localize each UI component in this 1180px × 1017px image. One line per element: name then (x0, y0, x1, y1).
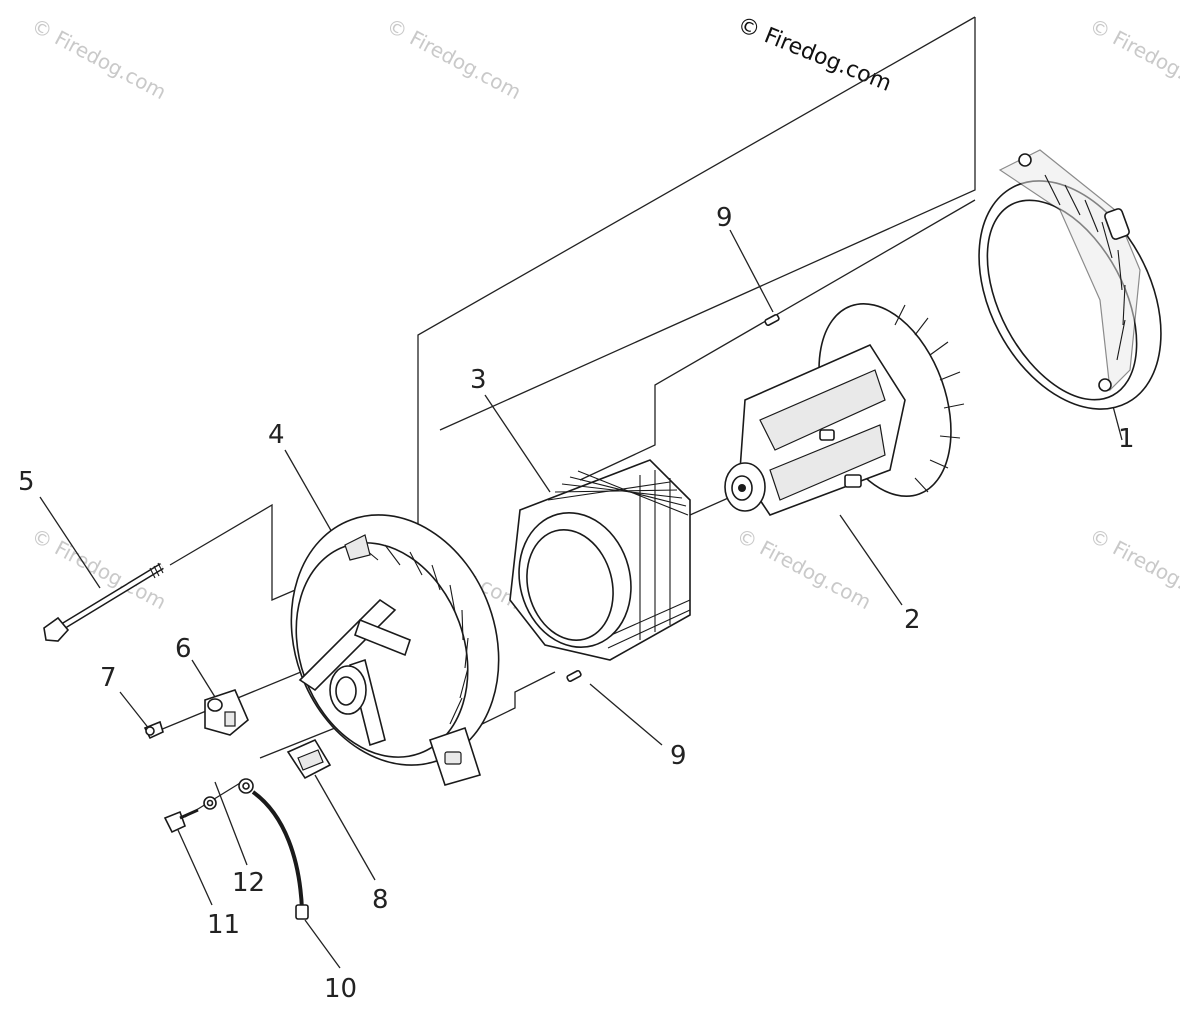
screw-part-11 (163, 808, 199, 834)
watermark: © Firedog.com (383, 13, 526, 104)
leader-2 (839, 514, 903, 606)
credit-text: © Firedog.com (734, 12, 895, 96)
assembly-line-pin9 (479, 671, 556, 726)
leader-9b (589, 683, 663, 746)
watermark: © Firedog.com (733, 523, 876, 614)
callout-11: 11 (207, 910, 240, 940)
dowel-pin-9-lower (566, 669, 582, 683)
callout-3: 3 (470, 365, 487, 395)
callout-6: 6 (175, 634, 192, 664)
brush-holder-part-6 (204, 689, 249, 736)
callout-2: 2 (904, 605, 921, 635)
leader-12 (214, 781, 248, 866)
rotor-part-2 (724, 303, 965, 516)
assembly-line-mid (579, 199, 976, 481)
through-bolt-part-5 (43, 562, 164, 642)
leader-3 (484, 394, 551, 493)
leader-8 (314, 774, 376, 881)
leader-5 (39, 496, 101, 589)
callout-12: 12 (232, 868, 265, 898)
watermark: © Firedog.com (1086, 523, 1180, 614)
screw-part-7 (143, 720, 164, 740)
callout-7: 7 (100, 663, 117, 693)
callout-8: 8 (372, 885, 389, 915)
callout-1: 1 (1118, 424, 1135, 454)
brush-part-8 (286, 738, 332, 780)
leader-6 (191, 659, 216, 698)
dowel-pin-9-upper (764, 313, 780, 327)
callout-labels: 1 2 3 4 5 6 7 8 9 9 10 11 12 (18, 203, 1135, 1004)
callout-leaders (39, 229, 1123, 969)
end-cover-part-1 (978, 149, 1162, 410)
callout-4: 4 (268, 420, 285, 450)
leader-11 (177, 829, 213, 906)
assembly-line-top (439, 17, 976, 431)
ground-wire-part-10 (238, 778, 309, 920)
callout-9-lower: 9 (670, 741, 687, 771)
stator-part-3 (509, 459, 691, 661)
watermark: © Firedog.com (28, 13, 171, 104)
leader-7 (119, 691, 151, 731)
front-housing-part-4 (290, 514, 500, 786)
callout-9-upper: 9 (716, 203, 733, 233)
watermark: © Firedog.com (1086, 13, 1180, 104)
leader-9a (729, 229, 774, 313)
callout-10: 10 (324, 974, 357, 1004)
callout-5: 5 (18, 467, 35, 497)
washer-part-12 (203, 796, 217, 810)
leader-10 (304, 919, 341, 969)
